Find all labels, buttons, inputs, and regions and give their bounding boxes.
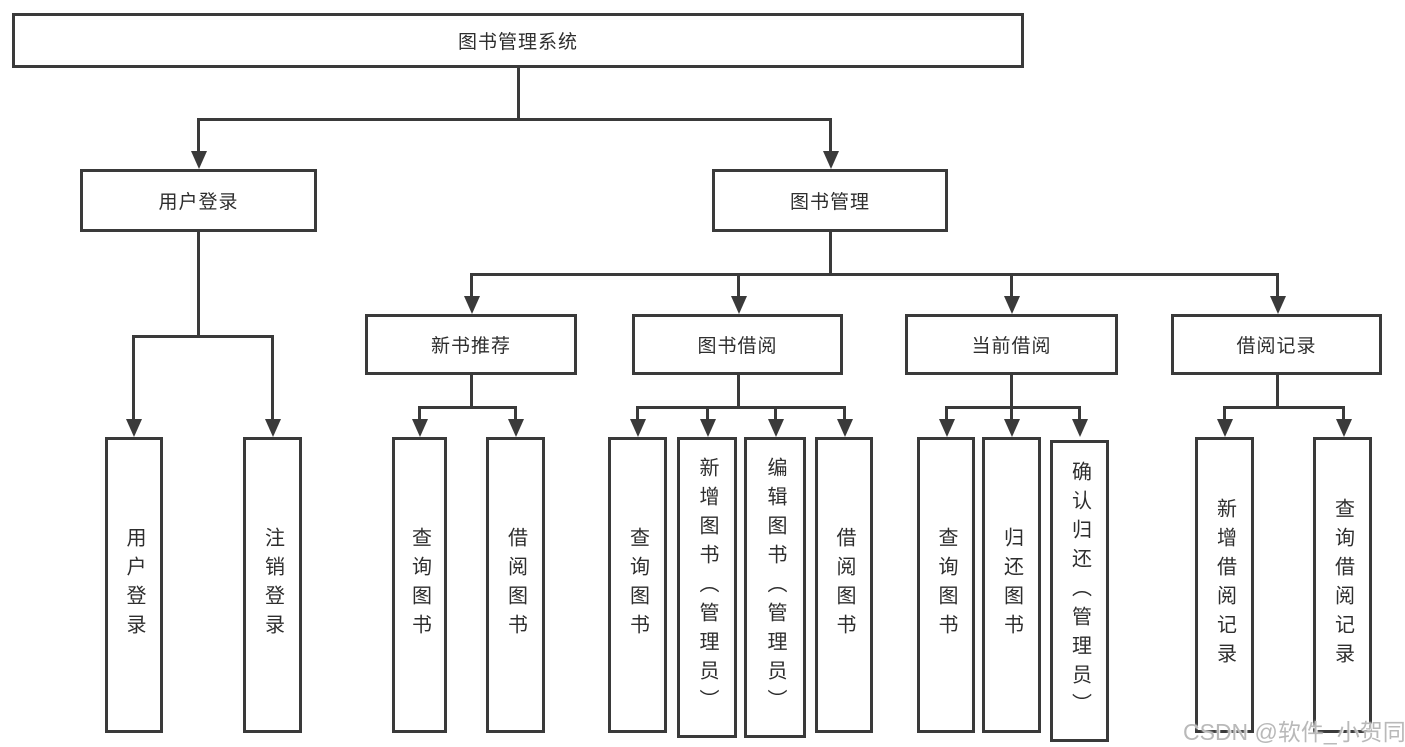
node-label: 确认归还（管理员） xyxy=(1068,460,1091,722)
node-label: 借阅记录 xyxy=(1236,336,1317,357)
node-user-login-branch: 用户登录 xyxy=(80,169,317,232)
connector-level2-rail xyxy=(197,118,832,121)
node-label: 编辑图书（管理员） xyxy=(764,457,786,718)
connector-root-stem xyxy=(517,68,520,119)
node-group-current-borrow: 当前借阅 xyxy=(905,314,1118,375)
connector-group-stem xyxy=(1010,375,1013,406)
arrowhead-leaf xyxy=(630,419,646,437)
connector-user-login-stem xyxy=(197,232,200,335)
node-label: 新书推荐 xyxy=(430,336,511,357)
node-leaf-query-books-3: 查询图书 xyxy=(917,437,975,733)
arrowhead-leaf xyxy=(939,419,955,437)
node-label: 用户登录 xyxy=(158,192,239,213)
node-label: 借阅图书 xyxy=(504,527,527,643)
connector-group-stem xyxy=(737,375,740,406)
arrowhead-group xyxy=(464,296,480,314)
node-leaf-add-borrow-record: 新增借阅记录 xyxy=(1195,437,1254,733)
node-leaf-query-borrow-record: 查询借阅记录 xyxy=(1313,437,1372,733)
connector-drop-group xyxy=(737,273,740,296)
connector-drop-leaf xyxy=(1223,406,1226,419)
arrowhead-group xyxy=(1004,296,1020,314)
node-book-mgmt-branch: 图书管理 xyxy=(712,169,948,232)
arrowhead-user-login xyxy=(191,151,207,169)
node-root: 图书管理系统 xyxy=(12,13,1024,68)
connector-group-rail xyxy=(945,406,1081,409)
connector-drop-leaf xyxy=(945,406,948,419)
connector-drop-group xyxy=(1276,273,1279,296)
arrowhead-leaf xyxy=(412,419,428,437)
connector-group-stem xyxy=(470,375,473,406)
node-leaf-query-books-1: 查询图书 xyxy=(392,437,447,733)
node-label: 借阅图书 xyxy=(833,527,855,643)
node-label: 用户登录 xyxy=(123,527,145,643)
connector-drop-leaf xyxy=(636,406,639,419)
arrowhead-leaf xyxy=(1217,419,1233,437)
node-label: 新增借阅记录 xyxy=(1213,498,1236,672)
connector-user-login-rail xyxy=(132,335,274,338)
arrowhead-leaf xyxy=(508,419,524,437)
connector-drop-leaf xyxy=(774,406,777,419)
node-leaf-borrow-books-2: 借阅图书 xyxy=(815,437,873,733)
arrowhead-leaf xyxy=(1336,419,1352,437)
connector-drop-leaf xyxy=(843,406,846,419)
node-root-label: 图书管理系统 xyxy=(457,32,578,53)
connector-drop-leaf xyxy=(132,335,135,419)
connector-drop-leaf xyxy=(706,406,709,419)
connector-drop-leaf xyxy=(271,335,274,419)
connector-drop-user-login xyxy=(197,118,200,151)
node-label: 当前借阅 xyxy=(971,336,1052,357)
node-leaf-edit-books-admin: 编辑图书（管理员） xyxy=(744,437,806,738)
connector-drop-leaf xyxy=(418,406,421,419)
connector-group-rail xyxy=(636,406,846,409)
connector-group-stem xyxy=(1276,375,1279,406)
node-label: 查询图书 xyxy=(935,527,957,643)
node-group-book-borrow: 图书借阅 xyxy=(632,314,843,375)
node-group-new-book: 新书推荐 xyxy=(365,314,577,375)
arrowhead-leaf xyxy=(1072,419,1088,437)
arrowhead-leaf xyxy=(1004,419,1020,437)
node-label: 图书借阅 xyxy=(697,336,778,357)
connector-drop-leaf xyxy=(1078,406,1081,419)
arrowhead-leaf xyxy=(768,419,784,437)
connector-drop-leaf xyxy=(1342,406,1345,419)
node-leaf-return-books: 归还图书 xyxy=(982,437,1041,733)
arrowhead-leaf xyxy=(265,419,281,437)
connector-level3-rail xyxy=(470,273,1279,276)
arrowhead-leaf xyxy=(700,419,716,437)
node-label: 归还图书 xyxy=(1000,527,1023,643)
node-leaf-user-login: 用户登录 xyxy=(105,437,163,733)
node-leaf-logout: 注销登录 xyxy=(243,437,302,733)
node-label: 查询图书 xyxy=(626,527,649,643)
connector-group-rail xyxy=(1223,406,1345,409)
arrowhead-leaf xyxy=(126,419,142,437)
csdn-watermark: CSDN @软件_小贺同学 xyxy=(1183,719,1405,745)
node-leaf-add-books-admin: 新增图书（管理员） xyxy=(677,437,737,738)
node-label: 查询借阅记录 xyxy=(1331,498,1354,672)
connector-group-rail xyxy=(418,406,517,409)
node-leaf-query-books-2: 查询图书 xyxy=(608,437,667,733)
connector-drop-group xyxy=(470,273,473,296)
connector-drop-book-mgmt xyxy=(829,118,832,151)
connector-book-mgmt-stem xyxy=(829,232,832,273)
connector-drop-leaf xyxy=(514,406,517,419)
connector-drop-leaf xyxy=(1010,406,1013,419)
arrowhead-group xyxy=(731,296,747,314)
arrowhead-book-mgmt xyxy=(823,151,839,169)
node-label: 图书管理 xyxy=(789,192,870,213)
node-leaf-borrow-books-1: 借阅图书 xyxy=(486,437,545,733)
node-label: 查询图书 xyxy=(408,527,431,643)
node-leaf-confirm-return-admin: 确认归还（管理员） xyxy=(1050,440,1109,742)
node-label: 新增图书（管理员） xyxy=(696,457,718,718)
arrowhead-group xyxy=(1270,296,1286,314)
connector-drop-group xyxy=(1010,273,1013,296)
arrowhead-leaf xyxy=(837,419,853,437)
node-label: 注销登录 xyxy=(261,527,284,643)
node-group-borrow-records: 借阅记录 xyxy=(1171,314,1382,375)
